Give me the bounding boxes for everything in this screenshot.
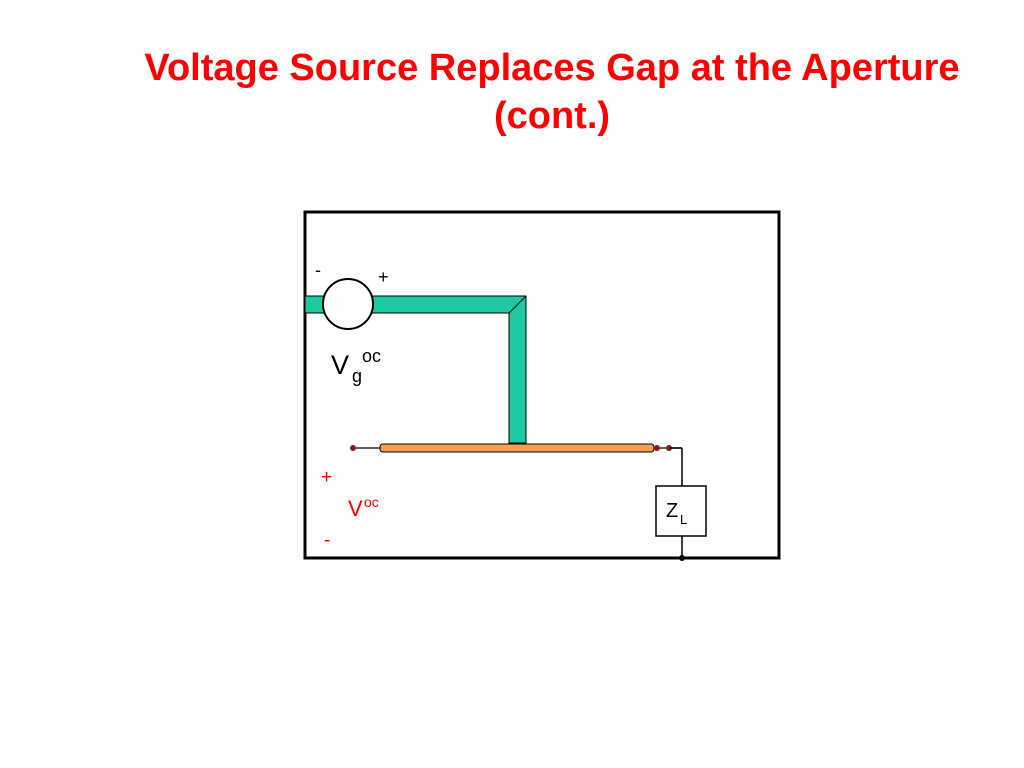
source-label-main: V bbox=[331, 350, 349, 380]
right-terminal-dot-1 bbox=[654, 445, 660, 451]
output-voltage-label: V oc bbox=[348, 494, 379, 521]
source-label-sub: g bbox=[352, 366, 362, 386]
output-label-main: V bbox=[348, 496, 363, 521]
slide-title: Voltage Source Replaces Gap at the Apert… bbox=[80, 44, 1024, 140]
source-plus-sign: + bbox=[378, 267, 389, 287]
load-impedance-box bbox=[655, 485, 707, 537]
voltage-source-circle bbox=[322, 278, 374, 330]
source-label-sup: oc bbox=[362, 346, 381, 366]
load-label-main: Z bbox=[666, 500, 678, 522]
left-terminal-dot bbox=[350, 445, 356, 451]
load-label: Z L bbox=[666, 500, 687, 527]
source-minus-sign: - bbox=[315, 260, 321, 280]
ground-dot bbox=[679, 555, 685, 561]
output-label-sup: oc bbox=[364, 494, 379, 510]
load-connection bbox=[669, 447, 683, 558]
output-plus-sign: + bbox=[321, 467, 332, 488]
output-minus-sign: - bbox=[324, 530, 330, 551]
load-label-sub: L bbox=[680, 512, 687, 527]
title-line-1: Voltage Source Replaces Gap at the Apert… bbox=[144, 47, 960, 89]
title-line-2: (cont.) bbox=[493, 95, 611, 137]
enclosure-box bbox=[303, 210, 781, 560]
wire bbox=[354, 443, 682, 453]
source-voltage-label: V g oc bbox=[331, 346, 381, 386]
